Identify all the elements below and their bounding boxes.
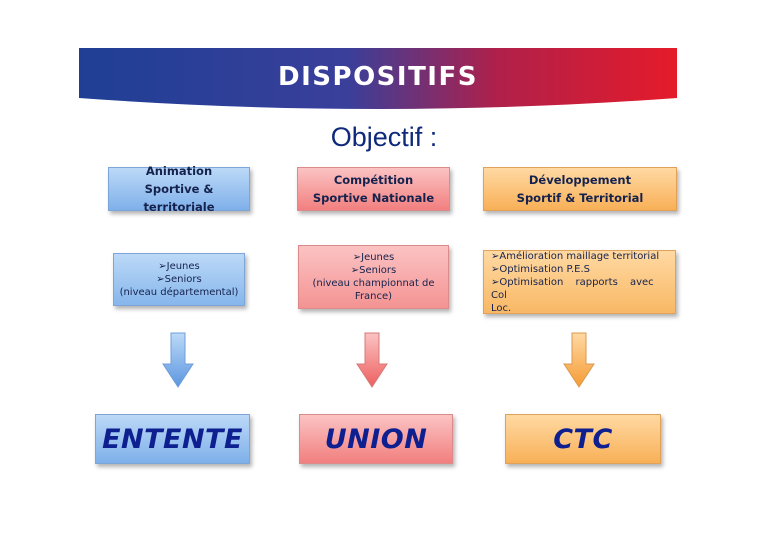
- detail-item: France): [354, 291, 393, 302]
- objective-heading: Objectif :: [330, 122, 438, 152]
- developpement-header-line-2: Sportif & Territorial: [516, 191, 644, 205]
- animation-details-box: ➢Jeunes ➢Seniors (niveau départemental): [113, 253, 245, 306]
- entente-result-box: ENTENTE: [95, 414, 250, 464]
- competition-header-line-1: Compétition: [333, 173, 414, 187]
- competition-details-box: ➢Jeunes ➢Seniors (niveau championnat de …: [298, 245, 449, 309]
- detail-item: ➢Optimisation rapports avec Col: [491, 276, 654, 301]
- down-arrow-icon: [563, 332, 595, 388]
- down-arrow-icon: [356, 332, 388, 388]
- down-arrow-icon: [162, 332, 194, 388]
- detail-item: ➢Amélioration maillage territorial: [491, 250, 660, 262]
- detail-item: ➢Seniors: [156, 274, 202, 285]
- animation-header-box: Animation Sportive & territoriale: [108, 164, 250, 214]
- competition-header-line-2: Sportive Nationale: [312, 191, 435, 205]
- competition-header-box: Compétition Sportive Nationale: [297, 167, 450, 211]
- detail-item: ➢Jeunes: [352, 252, 395, 263]
- developpement-header-line-1: Développement: [528, 173, 632, 187]
- union-result-box: UNION: [299, 414, 453, 464]
- developpement-header-box: Développement Sportif & Territorial: [483, 167, 677, 211]
- developpement-details-box: ➢Amélioration maillage territorial ➢Opti…: [483, 250, 676, 314]
- detail-item: ➢Jeunes: [158, 261, 200, 272]
- detail-item: Loc.: [491, 302, 512, 314]
- animation-header-line-2: Sportive & territoriale: [143, 182, 215, 214]
- detail-item: (niveau championnat de: [312, 278, 435, 289]
- banner-background: [79, 48, 677, 109]
- detail-item: ➢Optimisation P.E.S: [491, 263, 590, 275]
- detail-item: (niveau départemental): [119, 287, 239, 298]
- detail-item: ➢Seniors: [350, 265, 397, 276]
- ctc-result-box: CTC: [505, 414, 661, 464]
- title-banner: DISPOSITIFS: [79, 48, 677, 112]
- banner-title: DISPOSITIFS: [278, 62, 478, 92]
- animation-header-line-1: Animation: [145, 164, 213, 178]
